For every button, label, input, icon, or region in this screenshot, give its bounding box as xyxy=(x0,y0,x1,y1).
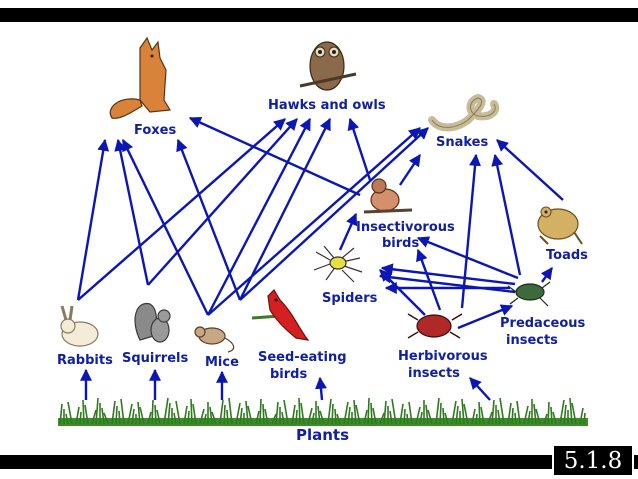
food-web-arrows xyxy=(76,116,564,401)
node-label-mice: Mice xyxy=(205,355,239,370)
node-label-insectivorous-birds-1: Insectivorous xyxy=(356,220,455,235)
squirrel-icon xyxy=(134,302,171,343)
node-label-snakes: Snakes xyxy=(436,135,489,150)
toad-icon xyxy=(537,206,583,245)
mouse-icon xyxy=(194,326,235,353)
spider-icon xyxy=(313,245,363,283)
node-label-predaceous-1: Predaceous xyxy=(500,316,586,331)
node-label-seed-eating-1: Seed-eating xyxy=(258,350,347,365)
node-label-predaceous-2: insects xyxy=(506,333,558,348)
bottom-bar xyxy=(0,455,638,469)
herbivorous-beetle-icon xyxy=(407,313,463,339)
grass-icon xyxy=(58,397,588,426)
owl-icon xyxy=(299,41,357,91)
rabbit-icon xyxy=(60,305,99,347)
snake-icon xyxy=(428,93,500,132)
node-label-plants: Plants xyxy=(296,426,350,444)
cardinal-icon xyxy=(251,289,310,341)
node-label-seed-eating-2: birds xyxy=(270,367,308,382)
node-label-hawks-owls: Hawks and owls xyxy=(268,98,386,113)
node-label-insectivorous-birds-2: birds xyxy=(382,236,420,251)
node-label-herbivorous-1: Herbivorous xyxy=(398,349,488,364)
node-label-spiders: Spiders xyxy=(322,291,378,306)
beetle-icon xyxy=(507,281,551,307)
node-label-herbivorous-2: insects xyxy=(408,366,460,381)
insectivorous-bird-icon xyxy=(363,178,413,214)
node-label-foxes: Foxes xyxy=(134,123,177,138)
node-label-squirrels: Squirrels xyxy=(122,351,189,366)
slide-number: 5.1.8 xyxy=(552,444,634,477)
fox-icon xyxy=(109,36,172,119)
node-label-toads: Toads xyxy=(546,248,588,263)
top-bar xyxy=(0,8,638,22)
node-label-rabbits: Rabbits xyxy=(57,353,113,368)
